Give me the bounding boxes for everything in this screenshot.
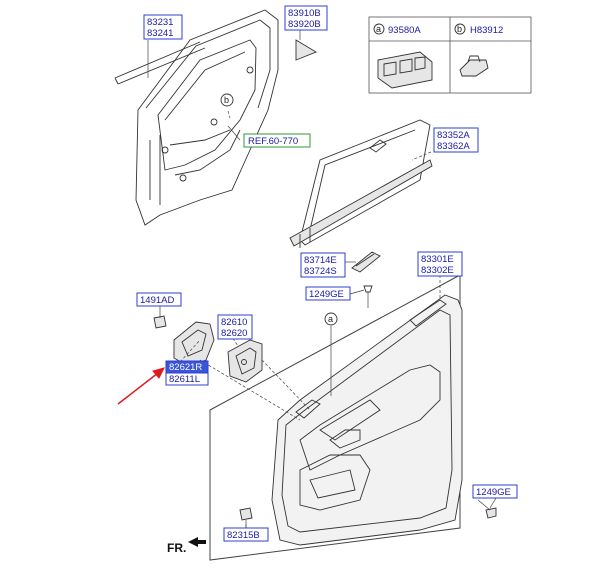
label-mirror-cover-line2: 83920B <box>288 19 321 30</box>
label-panel-assy-line2: 83302E <box>421 265 454 276</box>
label-sunshade[interactable]: 83352A 83362A <box>433 127 479 153</box>
label-fastener[interactable]: 82315B <box>223 527 269 542</box>
red-pointer-arrow-icon <box>117 367 165 405</box>
label-sunshade-line2: 83362A <box>437 141 470 152</box>
inner-handle-drawing <box>173 321 263 383</box>
legend-part-b: H83912 <box>470 25 503 36</box>
label-sunshade-line1: 83352A <box>437 130 470 141</box>
grip-cover-drawing <box>351 251 381 273</box>
legend-marker-a: a <box>376 24 381 34</box>
front-arrow-icon <box>188 537 206 547</box>
label-mirror-cover[interactable]: 83910B 83920B <box>284 5 328 31</box>
label-handle-inner-line1: 82610 <box>221 317 247 328</box>
label-mirror-cover-line1: 83910B <box>288 8 321 19</box>
bolt-lower-drawing <box>477 499 497 519</box>
label-fastener-text: 82315B <box>227 530 260 541</box>
label-bolt-lower-text: 1249GE <box>476 487 511 498</box>
label-handle-assy-line2: 82611L <box>169 374 200 385</box>
label-ref[interactable]: REF.60-770 <box>243 133 311 148</box>
label-panel-assy[interactable]: 83301E 83302E <box>417 251 463 277</box>
door-trim-panel-drawing <box>271 294 463 546</box>
front-direction-marker: FR. <box>167 537 206 555</box>
label-ref-text: REF.60-770 <box>248 136 298 147</box>
label-clip-text: 1491AD <box>140 295 174 306</box>
callout-b: b <box>220 93 234 107</box>
label-grip-cover[interactable]: 83714E 83724S <box>300 252 346 278</box>
label-panel-assy-line1: 83301E <box>421 254 454 265</box>
label-handle-inner-line2: 82620 <box>221 328 247 339</box>
callout-a-text: a <box>328 314 333 324</box>
label-door-frame-line1: 83231 <box>147 17 173 28</box>
label-bolt-lower[interactable]: 1249GE <box>472 484 518 499</box>
legend-marker-b: b <box>457 24 462 34</box>
label-grip-cover-line1: 83714E <box>304 255 337 266</box>
callout-b-text: b <box>224 95 229 105</box>
label-clip[interactable]: 1491AD <box>136 292 182 307</box>
front-label: FR. <box>167 541 186 555</box>
legend-table: a 93580A b H83912 <box>368 16 532 94</box>
label-bolt-upper[interactable]: 1249GE <box>305 286 351 301</box>
clip-drawing <box>459 55 489 77</box>
clip-1491ad-drawing <box>153 315 167 329</box>
legend-part-a: 93580A <box>388 25 421 36</box>
leader-lines <box>147 30 497 528</box>
label-door-frame[interactable]: 83231 83241 <box>143 14 183 40</box>
label-grip-cover-line2: 83724S <box>304 266 337 277</box>
label-handle-assy-line1: 82621R <box>169 362 202 373</box>
fastener-82315b-drawing <box>239 507 253 530</box>
label-bolt-upper-text: 1249GE <box>309 289 344 300</box>
bolt-upper-drawing <box>363 285 373 308</box>
door-frame-drawing <box>114 9 318 226</box>
sunshade-drawing <box>289 119 433 248</box>
window-switch-drawing <box>377 51 433 89</box>
label-handle-inner[interactable]: 82610 82620 <box>217 314 253 340</box>
label-door-frame-line2: 83241 <box>147 28 173 39</box>
callout-a: a <box>324 312 338 326</box>
trim-panel-frame <box>209 274 461 561</box>
label-handle-assy[interactable]: 82621R 82611L <box>165 360 209 386</box>
